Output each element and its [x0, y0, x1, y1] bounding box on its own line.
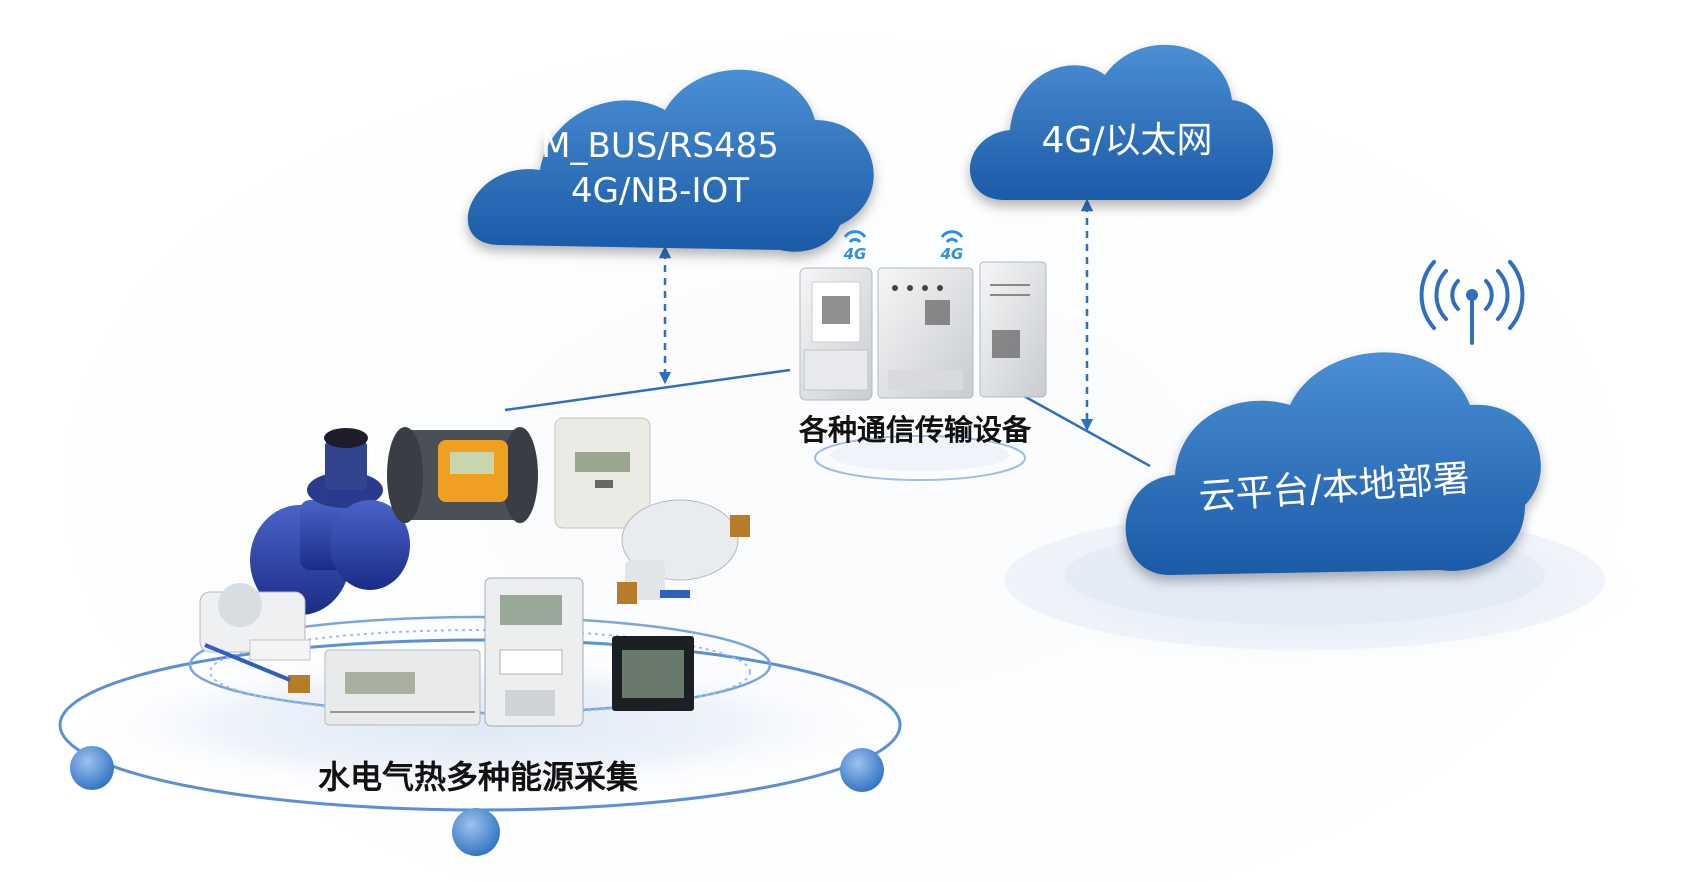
cloud-bus-line2: 4G/NB-IOT: [571, 171, 749, 211]
cloud-bus: M_BUS/RS485 4G/NB-IOT: [467, 69, 874, 252]
cloud-net: 4G/以太网: [969, 44, 1274, 200]
meters-to-devices-line: [504, 368, 791, 412]
signal-4g-label-2: 4G: [940, 245, 964, 263]
signal-4g-label-1: 4G: [843, 245, 867, 263]
devices-halo: [814, 435, 1026, 481]
antenna-signal-icon: [1419, 260, 1525, 345]
heat-meter: [387, 427, 538, 523]
water-meter-flange: [250, 428, 410, 615]
cloud-platform: 云平台/本地部署: [1125, 352, 1541, 575]
device-dtu-2: [877, 267, 974, 399]
devices-caption: 各种通信传输设备: [798, 413, 1032, 447]
din-rail-meter: [324, 649, 481, 726]
water-meter-small: [617, 499, 750, 604]
gas-meter: [554, 417, 651, 529]
panel-meter: [612, 636, 694, 711]
energy-meters: [199, 417, 750, 727]
signal-4g-icon: 4G: [940, 230, 964, 263]
signal-4g-icon: 4G: [843, 230, 867, 263]
dotted-ring: [209, 629, 751, 715]
water-meter-prepaid: [199, 583, 311, 693]
cloud-bus-line1: M_BUS/RS485: [541, 126, 779, 166]
double-arrow-icon: [658, 198, 1094, 432]
comm-devices: 4G 4G: [799, 230, 1047, 401]
meters-caption: 水电气热多种能源采集: [318, 758, 638, 796]
device-dtu-1: [799, 267, 873, 401]
cloud-net-label: 4G/以太网: [1042, 120, 1213, 161]
ring-dot-bottom: [452, 808, 500, 856]
ring-dot-right: [840, 748, 884, 792]
electricity-meter: [484, 577, 584, 727]
ring-dot-left: [70, 746, 114, 790]
device-dtu-3: [979, 261, 1047, 398]
